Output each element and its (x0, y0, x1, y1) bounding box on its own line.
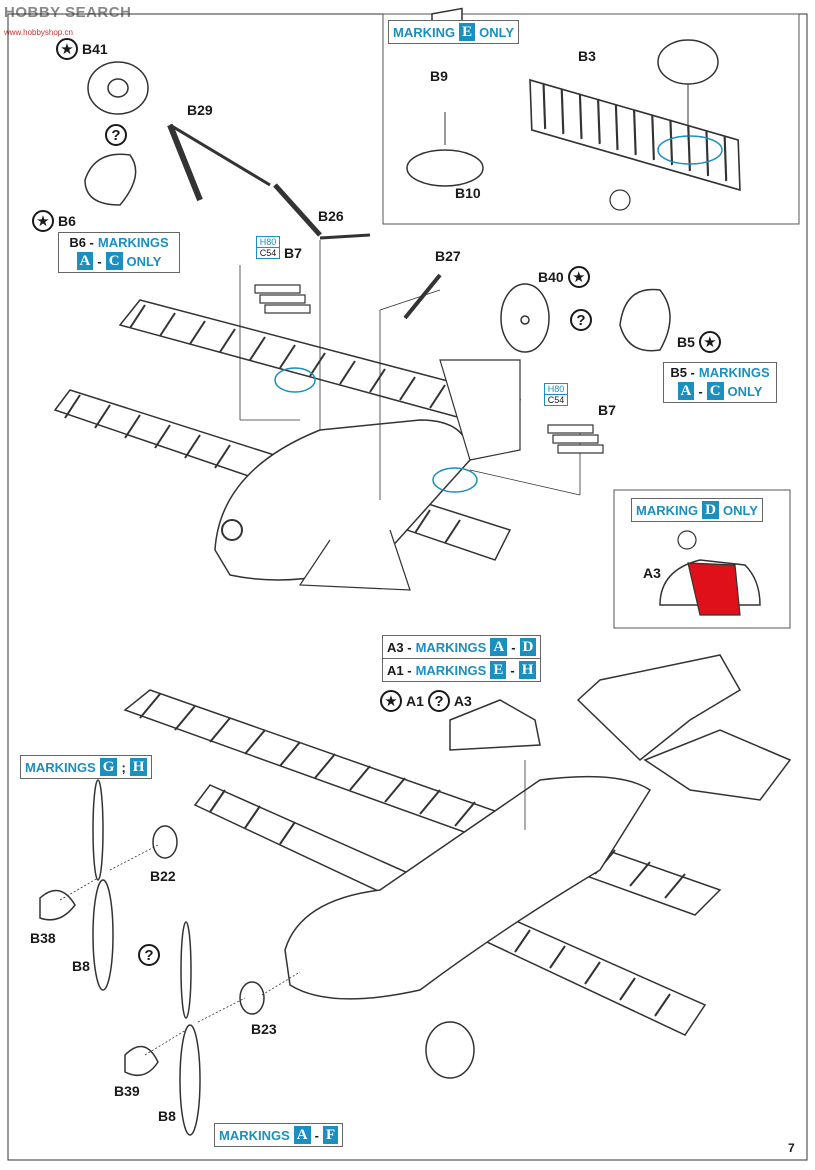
label-b7: B7 (598, 402, 616, 418)
color-tag-h80-c54: H80 C54 (544, 383, 568, 406)
label-a3: A3 (453, 693, 472, 709)
label-b10: B10 (455, 185, 481, 201)
label-b8: B8 (72, 958, 90, 974)
label-b6: B6 (58, 213, 76, 229)
label-b27: B27 (435, 248, 461, 264)
label-a3: A3 (643, 565, 661, 581)
label-b40: B40 (538, 269, 564, 285)
label-b5: B5 (677, 334, 695, 350)
b5-group: B5 ★ (677, 331, 721, 353)
question-mark-icon: ? (427, 690, 450, 712)
a3-markings-note: A3 - MARKINGS A - D (382, 635, 542, 659)
b41-group: ★ B41 (56, 38, 108, 60)
b5-markings-note: B5 - MARKINGS A - C ONLY (663, 362, 777, 403)
b6-group: ★ B6 (32, 210, 76, 232)
soviet-star-icon: ★ (698, 331, 721, 353)
watermark-brand: HOBBY SEARCH (4, 4, 132, 21)
markings-gh-note: MARKINGS G ; H (20, 755, 153, 779)
label-b7: B7 (284, 245, 302, 261)
label-a1: A1 (406, 693, 424, 709)
label-b38: B38 (30, 930, 56, 946)
watermark: HOBBY SEARCH www.hobbyshop.cn (4, 4, 131, 40)
markings-af-note: MARKINGS A - F (214, 1123, 344, 1147)
a1-a3-group: ★ A1 ? A3 (380, 690, 472, 712)
b6-markings-note: B6 - MARKINGS A - C ONLY (58, 232, 180, 273)
watermark-site: www.hobbyshop.cn (4, 28, 73, 37)
soviet-star-icon: ★ (56, 38, 78, 60)
a1-markings-note: A1 - MARKINGS E - H (382, 658, 542, 682)
label-b26: B26 (318, 208, 344, 224)
page-number: 7 (788, 1141, 795, 1155)
question-mark-icon: ? (105, 124, 127, 146)
label-b9: B9 (430, 68, 448, 84)
b40-group: B40 ★ (538, 266, 590, 288)
soviet-star-icon: ★ (380, 690, 402, 712)
marking-e-only-note: MARKING E ONLY (388, 20, 520, 44)
marking-d-only-note: MARKING D ONLY (631, 498, 763, 522)
upper-biplane (53, 299, 522, 591)
part-b3-wing (529, 78, 741, 192)
label-b29: B29 (187, 102, 213, 118)
label-b41: B41 (82, 41, 108, 57)
soviet-star-icon: ★ (567, 266, 590, 288)
label-b22: B22 (150, 868, 176, 884)
label-b3: B3 (578, 48, 596, 64)
lower-biplane (123, 654, 792, 1079)
question-mark-icon: ? (138, 944, 160, 966)
color-tag-h80-c54: H80 C54 (256, 236, 280, 259)
question-mark-icon: ? (570, 309, 592, 331)
label-b23: B23 (251, 1021, 277, 1037)
label-b39: B39 (114, 1083, 140, 1099)
soviet-star-icon: ★ (32, 210, 54, 232)
label-b8: B8 (158, 1108, 176, 1124)
